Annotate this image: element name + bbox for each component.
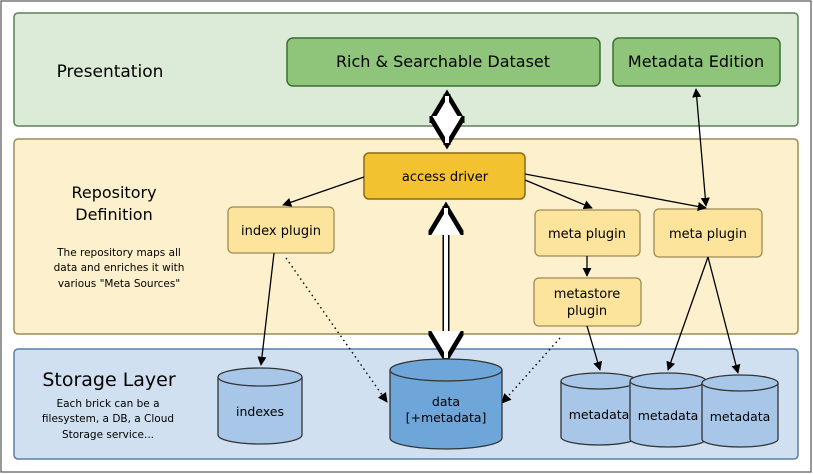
indexes-cylinder-label: indexes	[236, 404, 284, 419]
arrow-meta-plugin-to-metadata-2	[666, 256, 709, 371]
repository-note-line3: various "Meta Sources"	[58, 278, 180, 290]
metadata-cylinder-2-label: metadata	[638, 408, 699, 423]
data-cylinder: data[+metadata]	[389, 358, 503, 450]
metastore-plugin-label-line2: plugin	[567, 304, 607, 319]
metadata-cylinder-1-label: metadata	[569, 407, 630, 422]
arrow-access-to-index-plugin	[282, 176, 365, 207]
metastore-plugin-label-line1: metastore	[554, 287, 621, 302]
metadata-cylinder-2: metadata	[629, 372, 707, 448]
arrow-access-to-meta-plugin-2	[524, 173, 707, 211]
index-plugin-box	[227, 206, 335, 254]
indexes-cylinder: indexes	[217, 367, 303, 445]
index-plugin-label: index plugin	[241, 224, 321, 239]
access-driver-label: access driver	[402, 170, 489, 185]
repository-label-line2: Definition	[75, 205, 152, 224]
arrow-metastore-to-metadata-1	[586, 325, 603, 371]
storage-note-line1: Each brick can be a	[56, 398, 159, 410]
storage-note-line3: Storage service...	[62, 429, 154, 441]
arrow-metadata-edition-to-meta-plugin	[692, 88, 710, 207]
arrow-access-to-meta-plugin-1	[524, 179, 593, 210]
storage-label: Storage Layer	[42, 369, 176, 391]
repository-note-line2: data and enriches it with	[54, 262, 185, 274]
meta-plugin-2-label: meta plugin	[669, 227, 747, 242]
repository-note-line1: The repository maps all	[56, 247, 181, 259]
access-driver-box	[363, 152, 526, 200]
storage-note-line2: filesystem, a DB, a Cloud	[42, 413, 174, 425]
metadata-cylinder-1: metadata	[560, 372, 638, 446]
arrow-index-plugin-to-indexes	[257, 252, 275, 366]
rich-dataset-box	[286, 37, 601, 87]
metadata-cylinder-3: metadata	[701, 374, 779, 448]
data-cylinder-label-line1: data	[432, 394, 460, 409]
repository-label-line1: Repository	[71, 183, 156, 202]
meta-plugin-1-label: meta plugin	[548, 227, 626, 242]
data-cylinder-label-line2: [+metadata]	[406, 410, 487, 425]
metadata-cylinder-3-label: metadata	[710, 409, 771, 424]
metadata-edition-box	[612, 37, 781, 87]
presentation-label: Presentation	[57, 62, 164, 82]
metadata-edition-label: Metadata Edition	[628, 52, 764, 71]
rich-dataset-label: Rich & Searchable Dataset	[336, 52, 550, 71]
arrow-meta-plugin-to-metadata-3	[707, 256, 741, 374]
